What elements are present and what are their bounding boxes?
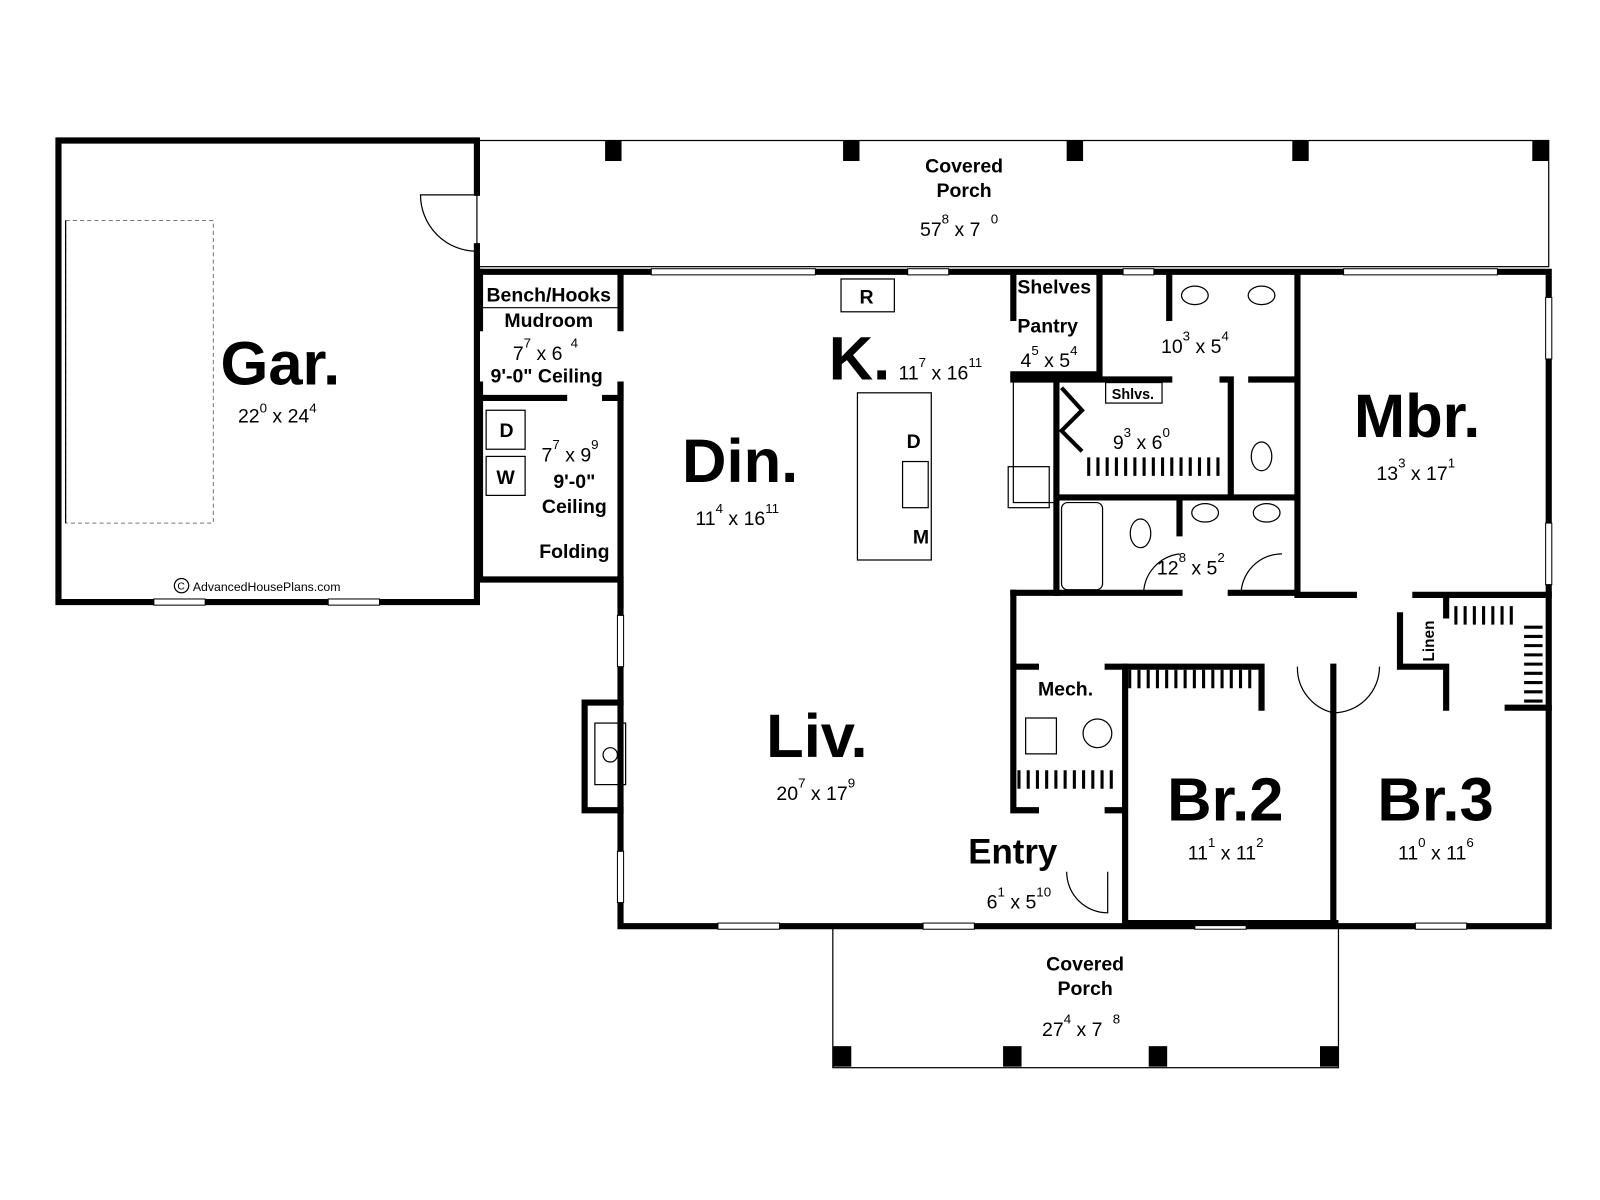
bench-hooks-label: Bench/Hooks <box>487 285 612 307</box>
living-dims: 207 x 179 <box>776 776 855 805</box>
laundry-ceiling: Ceiling <box>542 496 607 518</box>
shelves-label: Shlvs. <box>1112 387 1154 403</box>
br3-dims: 110 x 116 <box>1398 835 1474 864</box>
pantry-dims: 45 x 54 <box>1021 343 1079 372</box>
porch-post <box>832 1046 852 1067</box>
porch-post <box>1003 1046 1022 1067</box>
shelves-label: Shelves <box>1017 276 1091 298</box>
svg-text:AdvancedHousePlans.com: AdvancedHousePlans.com <box>193 580 341 594</box>
folding-label: Folding <box>539 541 609 563</box>
bedroom2-label: Br.2 <box>1167 766 1283 835</box>
porch-post <box>605 140 622 162</box>
entry-dims: 61 x 510 <box>987 884 1051 913</box>
window <box>616 614 625 668</box>
sink <box>901 460 929 509</box>
kitchen-island <box>856 392 932 561</box>
bath2-dims: 128 x 52 <box>1157 550 1225 579</box>
microwave-label: M <box>913 527 929 549</box>
master-bath-dims: 103 x 54 <box>1161 329 1229 358</box>
window <box>616 850 625 904</box>
master-bedroom-label: Mbr. <box>1354 382 1480 451</box>
window <box>922 922 975 930</box>
porch-post <box>1320 1046 1339 1067</box>
bathtub <box>1060 501 1104 591</box>
watermark: C AdvancedHousePlans.com <box>173 577 341 594</box>
window <box>1343 268 1498 276</box>
kitchen-dims: 117 x 1611 <box>898 355 982 384</box>
dryer <box>485 409 526 450</box>
laundry-dims: 77 x 99 <box>542 437 599 466</box>
entry-label: Entry <box>968 833 1058 872</box>
window <box>153 598 206 606</box>
linen-label: Linen <box>1421 621 1438 662</box>
garage-dims: 220 x 244 <box>238 400 317 427</box>
dishwasher-label: D <box>907 431 921 453</box>
window <box>1545 522 1553 586</box>
porch-top-label: Porch <box>937 180 992 202</box>
mech-label: Mech. <box>1038 678 1093 700</box>
interior-walls <box>617 271 1552 927</box>
porch-post <box>843 140 860 162</box>
fireplace <box>581 699 624 814</box>
cooktop-counter <box>1012 378 1055 504</box>
window <box>327 598 380 606</box>
porch-post <box>1292 140 1309 162</box>
exterior-walls <box>476 268 1553 930</box>
dining-label: Din. <box>682 427 798 496</box>
kitchen-label: K. <box>829 324 891 393</box>
window <box>650 268 816 276</box>
porch-bottom-label: Porch <box>1058 978 1113 1000</box>
garage-label: Gar. <box>221 330 341 399</box>
master-dims: 133 x 171 <box>1376 456 1455 485</box>
window <box>1545 296 1553 360</box>
mudroom-label: Mudroom <box>504 310 593 332</box>
living-label: Liv. <box>766 702 867 771</box>
cooktop <box>1007 466 1050 509</box>
pantry-label: Pantry <box>1017 315 1078 337</box>
master-closet-dims: 93 x 60 <box>1113 425 1170 454</box>
window <box>1122 268 1155 276</box>
window <box>1414 922 1468 930</box>
refrigerator <box>840 278 895 313</box>
bedroom3-label: Br.3 <box>1377 766 1493 835</box>
porch-top-label: Covered <box>925 155 1003 177</box>
porch-post <box>1148 1046 1168 1067</box>
laundry-ceiling: 9'-0" <box>553 471 595 493</box>
svg-text:C: C <box>177 582 185 593</box>
window <box>907 268 950 276</box>
porch-post <box>1066 140 1084 162</box>
top-covered-porch <box>476 139 1550 268</box>
washer <box>485 455 526 496</box>
mudroom-ceiling: 9'-0" Ceiling <box>491 366 603 388</box>
fridge-label: R <box>859 287 873 309</box>
porch-post <box>1532 140 1549 162</box>
porch-bottom-label: Covered <box>1046 953 1124 975</box>
br2-dims: 111 x 112 <box>1188 835 1264 864</box>
window <box>717 922 780 930</box>
dryer-label: D <box>499 420 513 442</box>
washer-label: W <box>496 467 515 489</box>
dining-dims: 114 x 1611 <box>695 501 779 530</box>
